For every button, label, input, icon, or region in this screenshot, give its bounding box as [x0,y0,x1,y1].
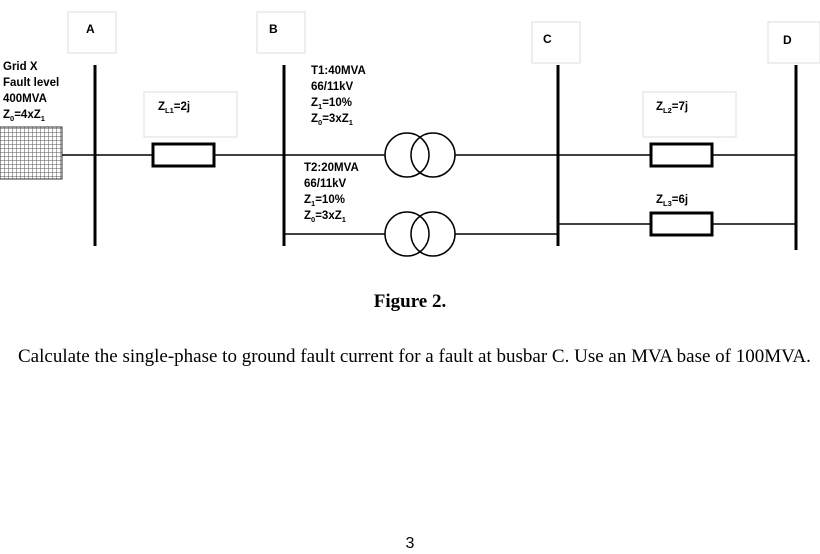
question-text: Calculate the single-phase to ground fau… [18,346,811,367]
zl1-label: ZL1=2j [143,91,238,138]
grid-source-block [0,126,63,180]
svg-text:66/11kV: 66/11kV [311,81,354,93]
page-number: 3 [405,535,415,552]
figure-caption: Figure 2. [373,291,447,312]
svg-text:ZL2=7j: ZL2=7j [656,101,688,115]
grid-x-label: Grid X Fault level 400MVA Z0=4xZ1 [3,61,59,123]
t1-label: T1:40MVA 66/11kV Z1=10% Z0=3xZ1 [311,65,366,127]
svg-text:Z0=3xZ1: Z0=3xZ1 [311,113,353,127]
svg-text:Grid X: Grid X [3,61,38,73]
svg-text:B: B [269,22,278,36]
svg-text:400MVA: 400MVA [3,93,47,105]
svg-text:A: A [86,22,95,36]
zl3-impedance [649,211,714,237]
power-system-diagram: A B C D Grid X Fault level 400MVA Z0=4xZ… [0,11,820,257]
svg-text:Fault level: Fault level [3,77,59,89]
zl2-impedance [649,142,714,168]
svg-text:Z0=3xZ1: Z0=3xZ1 [304,210,346,224]
svg-text:Z0=4xZ1: Z0=4xZ1 [3,109,45,123]
busbar-a-label: A [67,11,117,54]
transformer-t2-symbol [384,211,456,257]
t2-label: T2:20MVA 66/11kV Z1=10% Z0=3xZ1 [304,162,359,224]
transformer-t1-symbol [384,132,456,178]
svg-text:T2:20MVA: T2:20MVA [304,162,359,174]
busbar-c-label: C [531,21,581,64]
zl2-label: ZL2=7j [642,91,737,138]
zl1-impedance [151,142,216,168]
busbar-b-label: B [256,11,306,54]
svg-text:ZL1=2j: ZL1=2j [158,101,190,115]
connection-lines [62,154,796,235]
svg-text:Z1=10%: Z1=10% [311,97,352,111]
svg-text:Z1=10%: Z1=10% [304,194,345,208]
svg-text:66/11kV: 66/11kV [304,178,347,190]
svg-text:T1:40MVA: T1:40MVA [311,65,366,77]
svg-text:D: D [783,33,792,47]
busbar-d-label: D [767,21,820,64]
svg-text:C: C [543,32,552,46]
zl3-label: ZL3=6j [656,194,688,208]
